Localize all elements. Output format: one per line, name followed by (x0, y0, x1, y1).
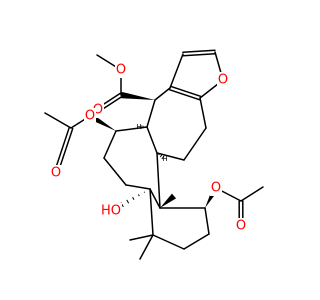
wedge-bond (120, 91, 155, 100)
single-bond (129, 234, 154, 241)
o-acetoxy-left-ether-label: O (84, 108, 96, 124)
o-hydroxyl-label: HO (100, 203, 122, 219)
label-background (100, 203, 122, 219)
label-background (115, 62, 127, 78)
hash-stroke (126, 199, 130, 204)
double-bond (182, 49, 216, 57)
label-background (84, 108, 96, 124)
bond-layer (44, 49, 264, 260)
atom-symbol: O (85, 109, 95, 124)
label-background (235, 218, 247, 234)
atom-symbol: O (211, 181, 221, 196)
single-bond (183, 127, 207, 161)
hash-stroke (159, 154, 163, 158)
hash-stroke (137, 194, 140, 197)
single-bond (183, 233, 210, 250)
single-bond (169, 53, 184, 89)
single-bond (146, 99, 156, 128)
hash-stroke (158, 153, 160, 156)
single-bond (149, 188, 161, 209)
single-bond (139, 234, 154, 260)
hydrogen-hashed-bond (140, 125, 146, 129)
atom-symbol: HO (101, 204, 121, 219)
double-bond-line (182, 49, 216, 53)
double-bond-line (182, 53, 216, 57)
stereo-bond-layer (88, 91, 219, 211)
single-bond (103, 130, 117, 159)
single-bond (103, 157, 127, 186)
single-bond (146, 126, 158, 154)
double-bond (168, 85, 202, 101)
o-furan-label: O (217, 72, 229, 88)
label-background (217, 72, 229, 88)
o-ester-methoxy-label: O (115, 62, 127, 78)
o-acetoxy-right-carbonyl-label: O (235, 218, 247, 234)
h-ring-junction-right: H (162, 155, 167, 163)
hydrogen-hashed-bond (158, 153, 165, 160)
h-ring-junction-left: H (136, 123, 141, 131)
label-background (210, 180, 222, 196)
o-acetoxy-right-ether-label: O (210, 180, 222, 196)
o-acetoxy-left-carbonyl-label: O (50, 165, 62, 181)
single-bond (156, 152, 161, 209)
atom-symbol: O (218, 73, 228, 88)
single-bond (154, 87, 171, 101)
double-bond-line (169, 85, 202, 98)
single-bond (240, 186, 264, 202)
atom-symbol: O (116, 63, 126, 78)
single-bond (44, 112, 72, 129)
hash-stroke (161, 155, 165, 160)
single-bond (115, 126, 148, 132)
atom-symbol: O (51, 166, 61, 181)
single-bond (152, 234, 185, 250)
single-bond (204, 207, 210, 235)
single-bond (156, 152, 185, 161)
atom-symbol: O (93, 103, 103, 118)
wedge-bond (160, 193, 177, 208)
atom-symbol: O (236, 219, 246, 234)
single-bond (149, 188, 154, 236)
hash-stroke (132, 196, 135, 200)
double-bond-line (53, 126, 71, 174)
single-bond (199, 97, 207, 129)
single-bond (125, 184, 151, 190)
double-bond-line (168, 88, 201, 101)
label-background (50, 165, 62, 181)
